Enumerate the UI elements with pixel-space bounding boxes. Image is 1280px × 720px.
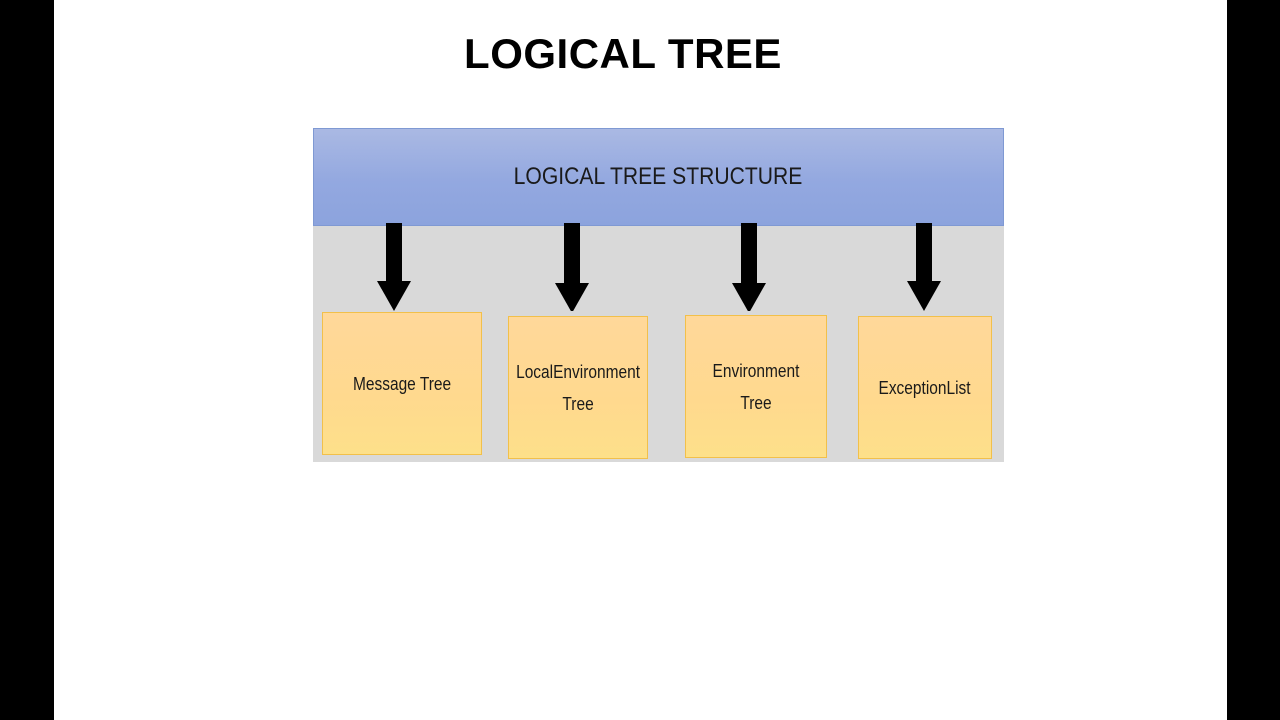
arrow-down-icon — [907, 223, 941, 311]
tree-diagram: LOGICAL TREE STRUCTURE Message Tre — [313, 128, 1004, 462]
root-node: LOGICAL TREE STRUCTURE — [313, 128, 1004, 226]
child-node-label: ExceptionList — [878, 377, 972, 398]
slide: LOGICAL TREE LOGICAL TREE STRUCTURE — [54, 0, 1227, 720]
slide-title: LOGICAL TREE — [464, 30, 782, 77]
arrow-down-icon — [555, 223, 589, 311]
child-node-label: Message Tree — [352, 373, 452, 394]
child-node-message-tree: Message Tree — [322, 312, 482, 455]
arrow-down-icon — [732, 223, 766, 311]
arrow-down-icon — [377, 223, 411, 311]
child-node-label: LocalEnvironment Tree — [516, 361, 640, 414]
child-node-environment-tree: Environment Tree — [685, 315, 827, 458]
child-node-localenvironment-tree: LocalEnvironment Tree — [508, 316, 648, 459]
root-node-label: LOGICAL TREE STRUCTURE — [514, 163, 803, 190]
child-node-label: Environment Tree — [712, 360, 800, 413]
child-node-exceptionlist: ExceptionList — [858, 316, 992, 459]
